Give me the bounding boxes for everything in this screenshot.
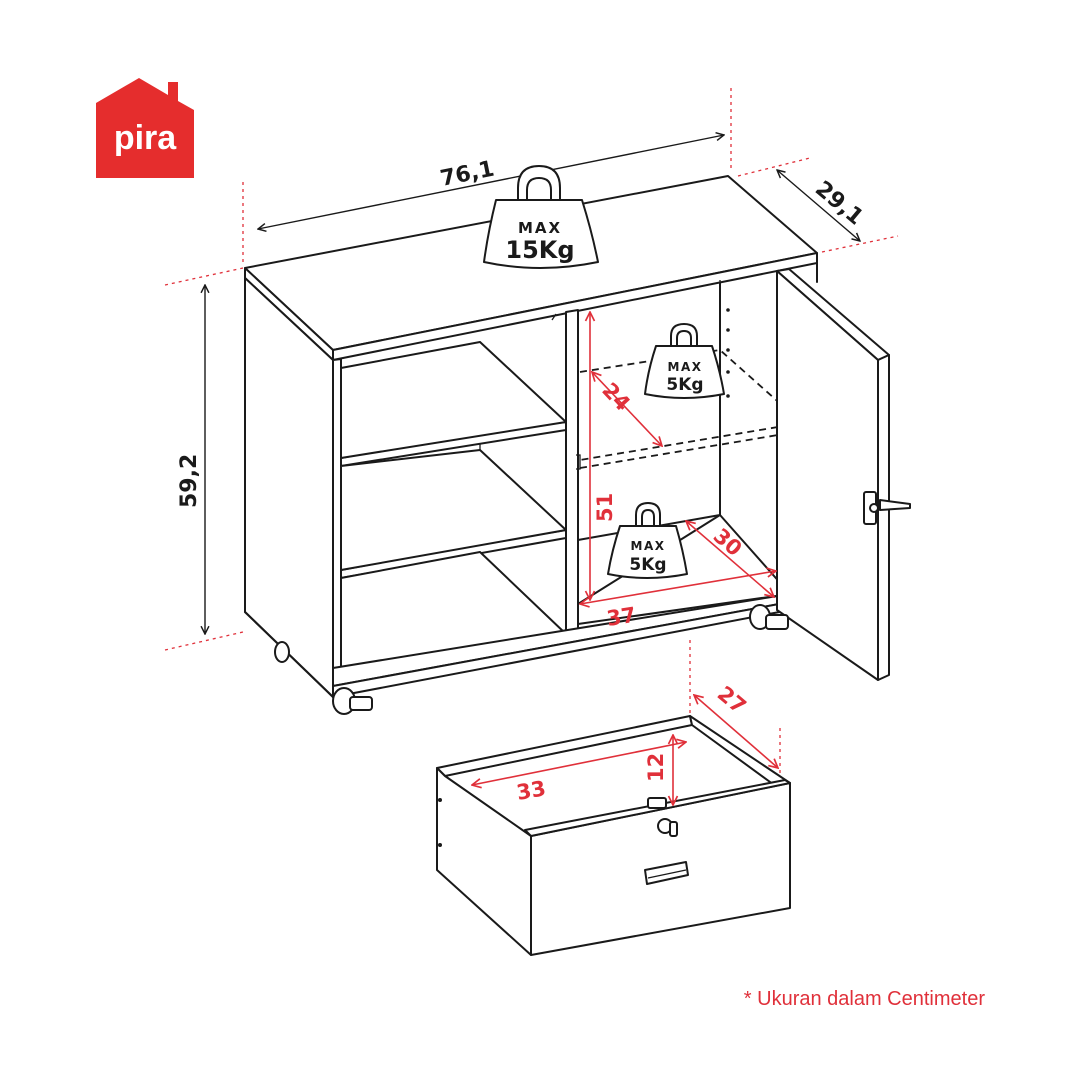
weight-badge-bottom: MAX 5Kg — [607, 502, 688, 579]
weight-bottom-icon — [607, 525, 688, 579]
logo-house-icon — [96, 78, 194, 178]
weight-shelf-max: MAX — [668, 360, 703, 374]
drawer-handle-icon — [644, 861, 689, 885]
drawer-lock-icon — [647, 797, 678, 837]
weight-badge-top: MAX 15Kg — [483, 165, 599, 269]
weight-shelf-value: 5Kg — [666, 375, 703, 395]
compartment-width-line — [580, 571, 776, 604]
height-label: 59,2 — [177, 454, 202, 508]
drawer-width-line — [472, 742, 686, 785]
logo-text: pira — [114, 119, 177, 157]
caster-wheels — [274, 604, 789, 715]
width-dimension-line — [258, 135, 724, 229]
weight-top-max: MAX — [518, 219, 562, 237]
cabinet-divider — [565, 309, 579, 639]
door-lock-icon — [863, 491, 911, 525]
weight-shelf-icon — [644, 345, 725, 399]
depth-dimension-line — [777, 170, 860, 241]
units-note: * Ukuran dalam Centimeter — [744, 988, 986, 1010]
weight-top-icon — [483, 199, 599, 269]
compartment-width-label: 37 — [605, 603, 638, 631]
drawer-height-label: 12 — [644, 753, 668, 782]
shelf-pin-holes — [726, 308, 730, 398]
drawer-width-label: 33 — [515, 776, 548, 805]
weight-top-value: 15Kg — [505, 236, 574, 264]
drawer-depth-line — [694, 695, 778, 768]
extension-guides — [164, 88, 899, 782]
adjustable-shelf-outline — [579, 349, 805, 461]
width-label: 76,1 — [438, 157, 496, 192]
weight-badge-shelf: MAX 5Kg — [644, 323, 725, 399]
drawer — [436, 715, 791, 956]
inner-height-label: 51 — [593, 493, 617, 522]
weight-bottom-value: 5Kg — [629, 555, 666, 575]
weight-bottom-max: MAX — [631, 539, 666, 553]
brand-logo: pira — [96, 78, 194, 178]
drawer-depth-label: 27 — [713, 681, 751, 718]
shelf-depth-line — [592, 372, 662, 446]
